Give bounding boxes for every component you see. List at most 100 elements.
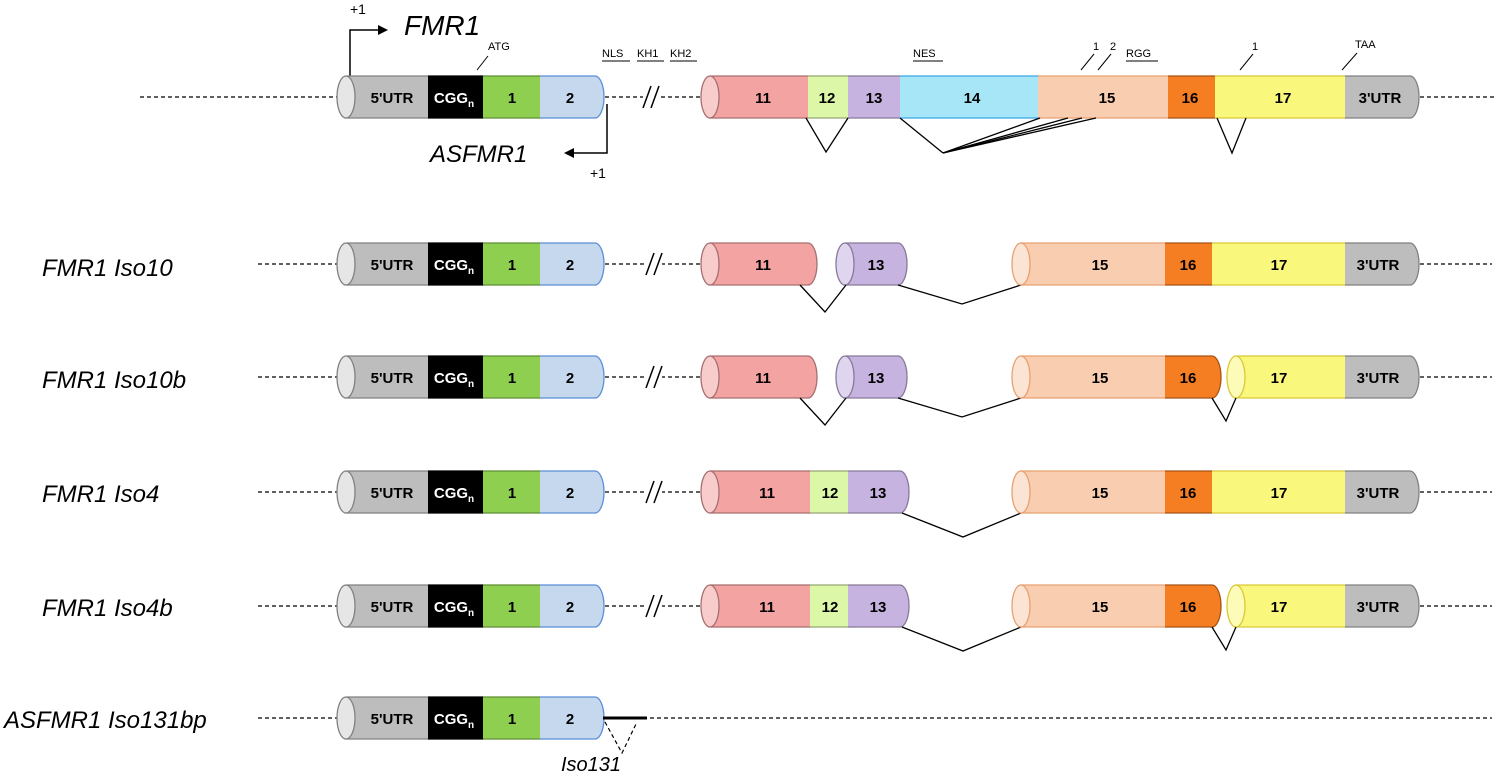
gene-exon-11-label: 11 <box>755 90 771 107</box>
iso-row-3-cgg-repeat: CGGn <box>428 470 493 514</box>
iso-row-5-exon-5utr: 5'UTR <box>336 696 438 740</box>
iso-row-1-exon-5utr: 5'UTR <box>336 242 438 286</box>
gene-exon-5utr: 5'UTR <box>336 75 438 119</box>
iso-row-4-exon-3utr-label: 3'UTR <box>1357 599 1400 616</box>
iso-row-3-exon-13: 13 <box>848 470 910 514</box>
iso-row-4-exon-2-label: 2 <box>566 599 574 616</box>
iso-row-2-break-mark <box>645 365 663 389</box>
iso-row-1-splice-exon14 <box>897 284 1022 305</box>
gene-exon-2-label: 2 <box>566 90 574 107</box>
iso-row-5-cgg-repeat-label: CGGn <box>434 711 474 731</box>
gene-splice-exon12 <box>805 117 849 154</box>
iso-row-1-exon-11-label: 11 <box>755 257 771 274</box>
gene-exon-12: 12 <box>808 75 858 119</box>
iso-row-5-exon-2: 2 <box>540 696 605 740</box>
iso-row-5-exon-1: 1 <box>483 696 550 740</box>
gene-break-mark <box>642 85 660 109</box>
iso-row-1-exon-5utr-label: 5'UTR <box>371 257 414 274</box>
iso-row-4-exon-13-label: 13 <box>870 599 887 616</box>
site-mark-1: 1 <box>1093 41 1099 53</box>
fmr1-tss-arrow <box>349 29 378 90</box>
asfmr1-tss-arrow <box>574 104 608 154</box>
site-mark-3-pointer <box>1239 53 1254 71</box>
gene-exon-13: 13 <box>848 75 910 119</box>
iso-row-4-exon-17-label: 17 <box>1271 599 1288 616</box>
iso-row-3-exon-16: 16 <box>1165 470 1222 514</box>
iso-row-5-cgg-repeat: CGGn <box>428 696 493 740</box>
iso-row-3-exon-11: 11 <box>700 470 820 514</box>
iso-row-1-exon-15-label: 15 <box>1092 257 1109 274</box>
site-mark-2-pointer <box>1097 53 1112 71</box>
iso-row-1-exon-11: 11 <box>700 242 818 286</box>
site-mark-1-pointer <box>1080 53 1095 71</box>
gene-exon-14: 14 <box>900 75 1048 119</box>
iso-row-4-exon-13: 13 <box>848 584 910 628</box>
domain-nls: NLS <box>602 48 623 60</box>
gene-exon-13-label: 13 <box>866 90 883 107</box>
gene-splice-fan-exon14-15 <box>899 117 1097 154</box>
iso-row-2-exon-1: 1 <box>483 355 550 399</box>
iso-row-1-exon-2-label: 2 <box>566 257 574 274</box>
iso-row-3-exon-12-label: 12 <box>822 485 839 502</box>
iso-row-3-break-mark <box>645 480 663 504</box>
iso-row-4-exon-16: 16 <box>1165 584 1222 628</box>
iso-row-2-label: FMR1 Iso10b <box>42 367 186 394</box>
iso-row-2-exon-3utr: 3'UTR <box>1345 355 1420 399</box>
iso-row-1-cgg-repeat: CGGn <box>428 242 493 286</box>
iso-row-3-exon-17-label: 17 <box>1271 485 1288 502</box>
iso-row-3-exon-13-label: 13 <box>870 485 887 502</box>
iso-row-4-exon-1-label: 1 <box>508 599 516 616</box>
taa-label: TAA <box>1355 39 1376 51</box>
tss-plus-one-top: +1 <box>350 1 366 17</box>
gene-exon-17-label: 17 <box>1275 90 1292 107</box>
gene-cgg-repeat-label: CGGn <box>434 90 474 110</box>
gene-exon-16-label: 16 <box>1182 90 1199 107</box>
iso-row-3-splice-exon14 <box>901 512 1022 538</box>
iso-row-2-exon-11: 11 <box>700 355 818 399</box>
iso-row-2-exon-1-label: 1 <box>508 370 516 387</box>
domain-kh1: KH1 <box>637 48 658 60</box>
iso-row-5-exon-1-label: 1 <box>508 711 516 728</box>
iso-row-3-exon-5utr-label: 5'UTR <box>371 485 414 502</box>
gene-exon-17: 17 <box>1215 75 1355 119</box>
iso-row-2-exon-15-label: 15 <box>1092 370 1109 387</box>
iso-row-3-exon-15: 15 <box>1011 470 1175 514</box>
iso-row-2-splice-exon14 <box>897 397 1022 418</box>
iso-row-4-break-mark <box>645 594 663 618</box>
taa-pointer <box>1341 52 1358 71</box>
iso-row-4-exon-5utr-label: 5'UTR <box>371 599 414 616</box>
iso-row-2-exon-17-label: 17 <box>1271 370 1288 387</box>
iso-row-3-exon-2: 2 <box>540 470 605 514</box>
iso-row-4-exon-2: 2 <box>540 584 605 628</box>
gene-exon-1-label: 1 <box>508 90 516 107</box>
iso-row-3-exon-16-label: 16 <box>1180 485 1197 502</box>
iso-row-3-exon-1-label: 1 <box>508 485 516 502</box>
iso-row-5-iso131-label: Iso131 <box>561 754 621 774</box>
iso-row-2-exon-16-label: 16 <box>1180 370 1197 387</box>
gene-name-label: FMR1 <box>404 10 480 41</box>
iso-row-1-break-mark <box>645 252 663 276</box>
iso-row-3-exon-2-label: 2 <box>566 485 574 502</box>
iso-row-4-exon-11: 11 <box>700 584 820 628</box>
site-mark-2: 2 <box>1110 41 1116 53</box>
iso-row-4-exon-17: 17 <box>1226 584 1355 628</box>
iso-row-1-label: FMR1 Iso10 <box>42 255 173 282</box>
gene-cgg-repeat: CGGn <box>428 75 493 119</box>
iso-row-2-exon-2: 2 <box>540 355 605 399</box>
iso-row-4-exon-11-label: 11 <box>759 599 775 616</box>
iso-row-1-splice-exon12 <box>799 284 847 314</box>
iso-row-3-exon-17: 17 <box>1212 470 1355 514</box>
antisense-name-label: ASFMR1 <box>428 141 527 168</box>
iso-row-5-exon-2-label: 2 <box>566 711 574 728</box>
iso-row-1-exon-1-label: 1 <box>508 257 516 274</box>
asfmr1-tss-arrowhead <box>564 148 574 158</box>
iso-row-1-exon-16-label: 16 <box>1180 257 1197 274</box>
gene-exon-5utr-label: 5'UTR <box>371 90 414 107</box>
iso-row-4-exon-15-label: 15 <box>1092 599 1109 616</box>
iso-row-2-exon-13-label: 13 <box>868 370 885 387</box>
iso-row-1-cgg-repeat-label: CGGn <box>434 257 474 277</box>
fmr1-tss-arrowhead <box>378 25 388 35</box>
iso-row-3-exon-1: 1 <box>483 470 550 514</box>
iso-row-1-exon-1: 1 <box>483 242 550 286</box>
